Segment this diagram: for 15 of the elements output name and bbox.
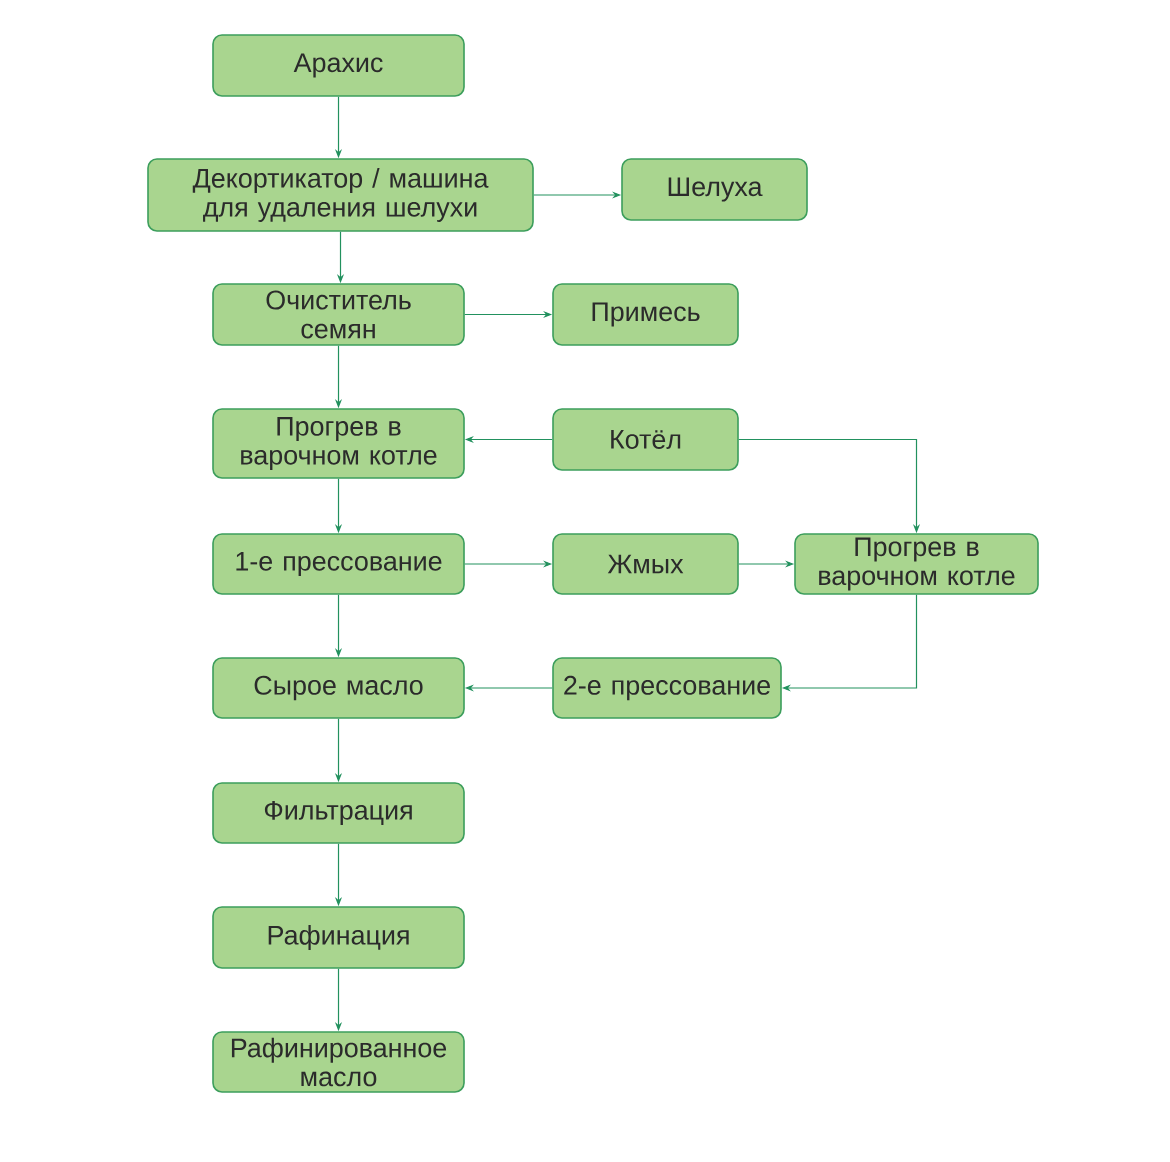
process-box: Прогрев в варочном котле bbox=[212, 408, 465, 479]
process-box: Примесь bbox=[552, 283, 739, 346]
process-box: Шелуха bbox=[621, 158, 808, 221]
process-box: Сырое масло bbox=[212, 657, 465, 719]
process-box: 2-е прессование bbox=[552, 657, 782, 719]
process-box: Декортикатор / машина для удаления шелухи bbox=[147, 158, 534, 232]
process-box: Прогрев в варочном котле bbox=[794, 533, 1039, 595]
process-box: Котёл bbox=[552, 408, 739, 471]
process-box: Жмых bbox=[552, 533, 739, 595]
process-box: Очиститель семян bbox=[212, 283, 465, 346]
process-box: Рафинированное масло bbox=[212, 1031, 465, 1093]
process-box: Арахис bbox=[212, 34, 465, 97]
process-box: Рафинация bbox=[212, 906, 465, 969]
process-box: Фильтрация bbox=[212, 782, 465, 844]
process-box: 1-е прессование bbox=[212, 533, 465, 595]
